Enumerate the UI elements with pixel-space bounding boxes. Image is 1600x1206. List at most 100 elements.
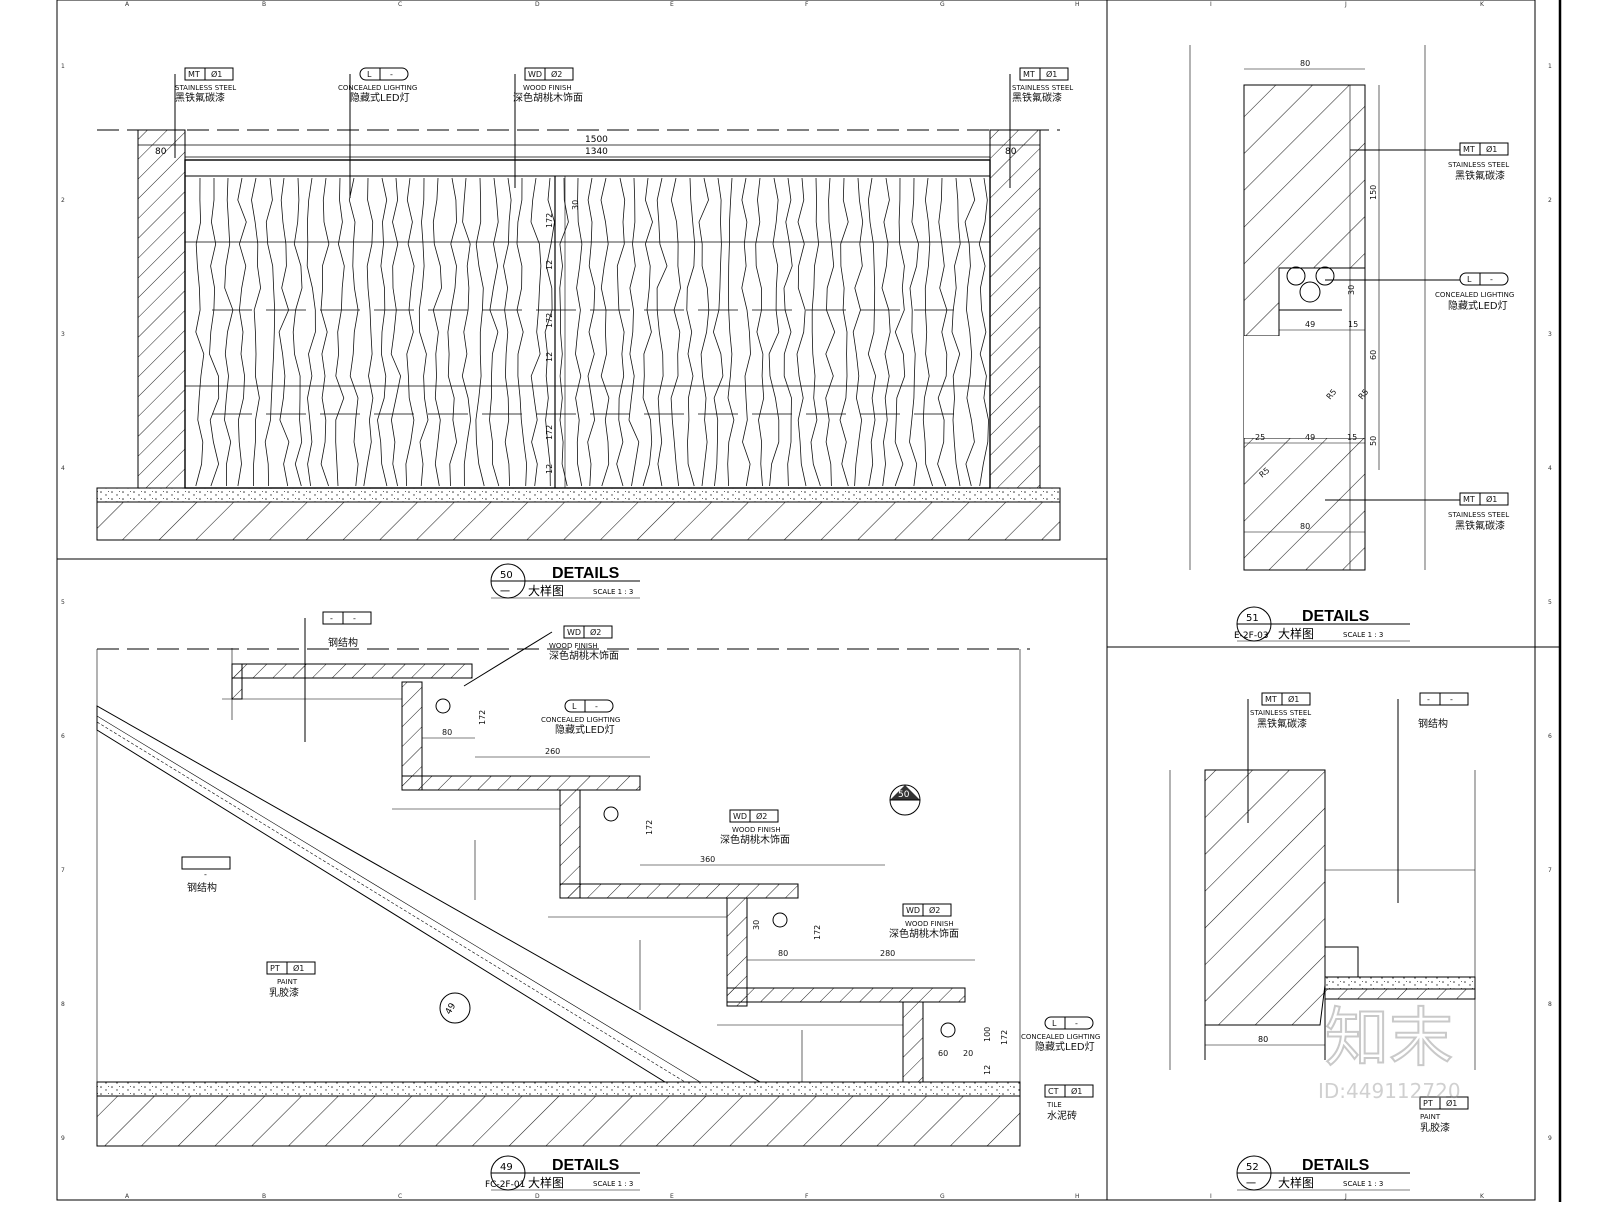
dim-172: 172 [1000,1030,1009,1045]
grid-column-label: A [125,1,130,8]
detail-number: 49 [500,1162,513,1173]
wood-grain-line [825,177,836,487]
grid-column-label: C [398,1193,402,1200]
detail-scale: SCALE 1 : 3 [593,1180,633,1188]
tag-code: MT [1265,695,1277,704]
tag-en: STAINLESS STEEL [175,84,236,92]
tag-num: - [204,870,207,879]
detail-49-tags: - - 钢结构 WD Ø2 WOOD FINISH 深色胡桃木饰面 L - CO… [181,611,1100,1122]
grid-row-label: 8 [1548,1001,1552,1008]
dim-80: 80 [442,728,452,737]
detail-title: DETAILS [552,565,620,582]
tag-code: PT [270,964,280,973]
dim-row-7: 30 [571,200,580,210]
tag-num: - [353,614,356,623]
detail-ref: E-2F-03 [1234,631,1269,641]
wood-grain-line [810,177,821,487]
grid-column-label: C [398,1,402,8]
wood-grain-line [447,177,458,487]
wood-grain-line [894,177,906,487]
dim-overall: 1500 [585,135,608,145]
wood-grain-line [755,177,765,487]
grid-row-label: 9 [1548,1135,1552,1142]
grid-row-label: 3 [1548,331,1552,338]
wood-grain-line [783,177,793,487]
detail-scale: SCALE 1 : 3 [1343,1180,1383,1188]
detail-ref: 一 [500,587,510,598]
grid-row-label: 2 [61,197,65,204]
grid-column-label: K [1480,1,1485,8]
grid-column-label: A [125,1193,130,1200]
grid-column-label: H [1075,1193,1080,1200]
detail-subtitle: 大样图 [1278,1175,1314,1190]
grid-row-label: 1 [1548,63,1552,70]
tag-en: CONCEALED LIGHTING [541,716,620,724]
wood-grain-line [867,177,877,487]
tag-cn: 乳胶漆 [269,986,299,999]
sheet-frame [56,0,1562,1202]
dim-80: 80 [778,949,788,958]
wood-grain-line [656,177,668,487]
watermark: 知末 ID:449112720 [1318,1001,1461,1103]
tag-cn: 黑铁氟碳漆 [1455,519,1505,532]
tag-en: STAINLESS STEEL [1250,709,1311,717]
wood-grain-line [475,177,485,487]
detail-number: 52 [1246,1162,1259,1173]
tag-num: Ø1 [1446,1098,1457,1108]
detail-scale: SCALE 1 : 3 [593,588,633,596]
tag-cn: 隐藏式LED灯 [1035,1040,1095,1053]
wood-grain-line [516,177,528,487]
tag-cn: 黑铁氟碳漆 [1257,717,1307,730]
wood-grain-line [292,177,303,487]
wood-grain-line [418,177,429,487]
detail-51-tags: MT Ø1 STAINLESS STEEL 黑铁氟碳漆 L - CONCEALE… [1325,142,1514,532]
grid-column-label: K [1480,1193,1485,1200]
tag-cn: 钢结构 [328,636,358,649]
tag-cn: 钢结构 [187,881,217,894]
tag-code: L [572,702,577,711]
tag-num: Ø1 [1046,69,1057,79]
wood-grain-line [670,177,681,487]
grid-column-label: D [535,1193,540,1200]
grid-column-label: I [1210,1,1212,8]
wood-grain-line [237,177,247,487]
wood-grain-line [741,177,751,487]
tag-cn: 黑铁氟碳漆 [1012,91,1062,104]
tag-num: - [390,70,393,79]
tag-code: MT [1463,145,1475,154]
grid-column-label: B [262,1,266,8]
grid-column-label: H [1075,1,1080,8]
dim-h2: 30 [1347,285,1356,295]
wood-grain-line [559,177,569,487]
dim-row-4: 12 [545,352,554,362]
dim-inner: 1340 [585,147,608,157]
detail-ref: 一 [1246,1179,1256,1190]
watermark-logo: 知末 [1325,1002,1453,1076]
wood-grain-line [489,177,500,487]
grid-column-label: D [535,1,540,8]
tag-code: CT [1048,1087,1059,1096]
tag-code: PT [1423,1099,1433,1108]
wood-grain-line [964,177,976,487]
tag-en: CONCEALED LIGHTING [338,84,417,92]
tag-code: WD [906,906,920,915]
tag-num: - [1490,275,1493,284]
wood-grain-line [224,177,234,486]
detail-51-section: 80 80 150 30 60 50 49 15 25 49 15 R5 R5 … [1189,45,1426,571]
grid-row-label: 4 [61,465,65,472]
wood-grain-line [796,177,807,487]
grid-row-label: 5 [1548,599,1552,606]
dim-row-5: 172 [545,425,554,440]
detail-number: 51 [1246,613,1259,624]
dim-w5: 15 [1347,433,1357,442]
wood-grain-line [405,177,415,487]
dim-side-left: 80 [155,147,167,157]
dim-top: 80 [1300,59,1310,68]
detail-52-section: 80 [1169,769,1476,1070]
tag-cn: 钢结构 [1418,717,1448,730]
wood-grain-line [209,178,220,487]
dim-w4: 49 [1305,433,1315,442]
wood-grain-line [727,177,735,487]
tag-cn: 深色胡桃木饰面 [513,91,583,104]
